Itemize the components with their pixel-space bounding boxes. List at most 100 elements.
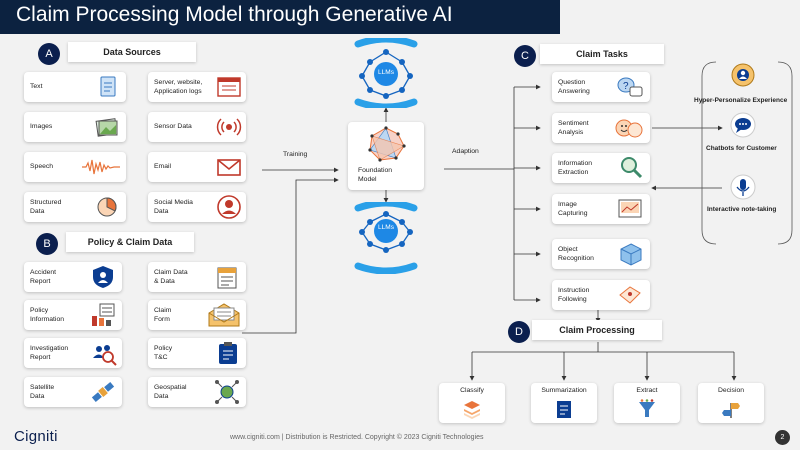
data-source-label: Email	[154, 163, 171, 170]
policy-data-label: Accident Report	[30, 269, 57, 285]
section-a-badge: A	[38, 43, 60, 65]
policy-data-label: Claim Data & Data	[154, 269, 188, 285]
magnifier-icon	[621, 157, 643, 179]
policy-data-label: Claim Form	[154, 307, 172, 323]
document-icon	[100, 76, 116, 97]
data-source-label: Images	[30, 123, 53, 130]
browser-window-icon	[217, 77, 241, 97]
sound-wave-icon	[82, 159, 120, 175]
globe-network-icon	[215, 380, 239, 404]
checklist-icon	[217, 267, 237, 289]
microphone-icon	[730, 174, 756, 200]
claim-task-label: Image Capturing	[558, 201, 588, 217]
section-a-title: Data Sources	[68, 42, 196, 62]
process-label: Classify	[460, 387, 484, 394]
footer-text: www.cigniti.com | Distribution is Restri…	[230, 434, 484, 441]
policy-data-label: Geospatial Data	[154, 384, 187, 400]
clipboard-icon	[219, 342, 237, 364]
process-card-classify: Classify	[439, 383, 505, 423]
llm-bottom-icon	[354, 202, 418, 274]
policy-data-card: Satellite Data	[24, 377, 122, 407]
foundation-model-label: Foundation Model	[358, 167, 393, 183]
process-label: Extract	[636, 387, 658, 394]
llm-bottom-label: LLMs	[378, 224, 394, 231]
claim-task-label: Information Extraction	[558, 160, 593, 176]
experience-label: Chatbots for Customer	[706, 145, 777, 152]
data-source-card: Speech	[24, 152, 126, 182]
pie-chart-icon	[97, 197, 117, 217]
claim-task-label: Instruction Following	[558, 287, 590, 303]
claim-task-card: Sentiment Analysis	[552, 113, 650, 143]
envelope-icon	[217, 159, 241, 176]
user-profile-icon	[217, 195, 241, 219]
claim-task-label: Question Answering	[558, 79, 590, 95]
section-b-title: Policy & Claim Data	[66, 232, 194, 252]
experience-label: Interactive note-taking	[707, 206, 777, 213]
section-d-badge: D	[508, 321, 530, 343]
data-source-card: Email	[148, 152, 246, 182]
training-label: Training	[283, 151, 308, 158]
company-logo: Cigniti	[14, 428, 58, 445]
adaption-label: Adaption	[452, 148, 479, 155]
policy-data-card: Policy Information	[24, 300, 122, 330]
process-label: Decision	[717, 387, 745, 394]
data-source-label: Text	[30, 83, 43, 90]
summary-doc-icon	[557, 401, 571, 418]
page-title: Claim Processing Model through Generativ…	[16, 3, 453, 26]
data-source-card: Sensor Data	[148, 112, 246, 142]
policy-data-card: Policy T&C	[148, 338, 246, 368]
llm-top-label: LLMs	[378, 69, 394, 76]
policy-data-label: Policy Information	[30, 307, 65, 323]
claim-task-label: Object Recognition	[558, 246, 594, 262]
gear-person-icon	[731, 63, 755, 87]
chat-bubble-icon	[730, 112, 756, 138]
open-envelope-icon	[208, 303, 240, 327]
section-b-badge: B	[36, 233, 58, 255]
policy-data-label: Satellite Data	[30, 384, 55, 400]
data-source-card: Text	[24, 72, 126, 102]
neural-network-icon	[368, 126, 406, 162]
decision-signpost-icon	[722, 403, 740, 418]
foundation-model-card: Foundation Model	[348, 122, 424, 190]
claim-task-card: Image Capturing	[552, 194, 650, 224]
data-source-card: Images	[24, 112, 126, 142]
data-source-card: Server, website, Application logs	[148, 72, 246, 102]
page-number: 2	[775, 430, 790, 445]
policy-arrow	[242, 177, 339, 334]
svg-text:?: ?	[623, 81, 629, 92]
process-card-decision: Decision	[698, 383, 764, 423]
form-bars-icon	[92, 303, 115, 326]
llm-top-icon	[354, 38, 418, 108]
claim-task-label: Sentiment Analysis	[558, 120, 589, 136]
photo-icon	[95, 118, 118, 137]
magnifier-people-icon	[93, 345, 117, 366]
stacked-layers-icon	[464, 401, 480, 419]
policy-data-label: Policy T&C	[154, 345, 173, 361]
data-source-label: Server, website, Application logs	[154, 79, 203, 95]
satellite-icon	[91, 381, 115, 403]
data-source-card: Social Media Data	[148, 192, 246, 222]
claim-task-card: Instruction Following	[552, 280, 650, 310]
process-card-extract: Extract	[614, 383, 680, 423]
cube-icon	[620, 243, 642, 266]
map-hand-icon	[619, 286, 641, 304]
claim-task-card: Information Extraction	[552, 153, 650, 183]
shield-person-icon	[93, 266, 113, 288]
image-frame-icon	[618, 199, 642, 218]
section-c-title: Claim Tasks	[540, 44, 664, 64]
experience-label: Hyper-Personalize Experience	[694, 97, 788, 104]
section-c-badge: C	[514, 45, 536, 67]
data-source-label: Structured Data	[30, 199, 62, 215]
process-label: Summarization	[541, 387, 587, 394]
policy-data-card: Geospatial Data	[148, 377, 246, 407]
question-chat-icon: ?	[617, 77, 643, 97]
faces-icon	[615, 119, 643, 138]
data-source-label: Speech	[30, 163, 54, 170]
process-card-summarization: Summarization	[531, 383, 597, 423]
funnel-icon	[639, 399, 655, 417]
claim-task-card: Object Recognition	[552, 239, 650, 269]
claim-task-card: Question Answering ?	[552, 72, 650, 102]
experience-bracket	[701, 61, 793, 245]
